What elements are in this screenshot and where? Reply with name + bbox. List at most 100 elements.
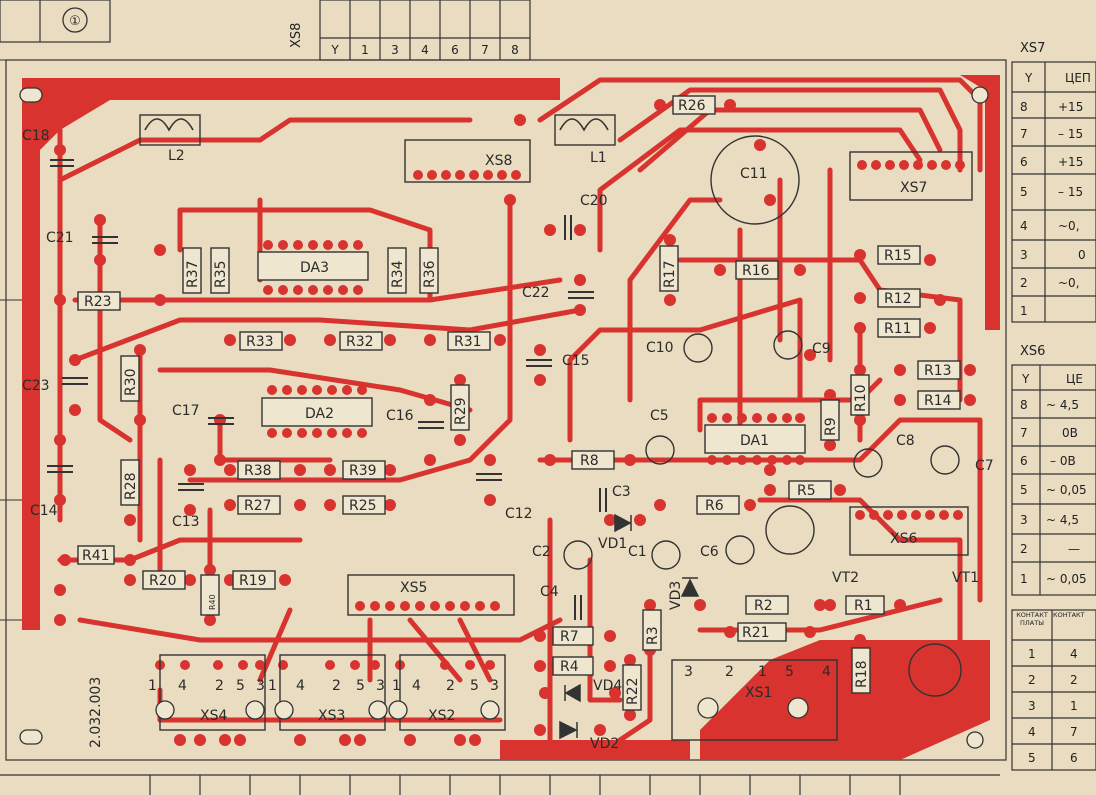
- ic-da3: DA3: [257, 240, 369, 295]
- xs2-pin-label: 3: [490, 678, 499, 694]
- xs8-title: XS8: [289, 23, 304, 48]
- svg-text:R40: R40: [208, 594, 217, 610]
- svg-text:Y: Y: [1021, 372, 1030, 386]
- capacitor-c22: C22: [522, 285, 594, 301]
- stamp-box: ①: [0, 0, 111, 43]
- capacitor-c10: C10: [646, 333, 713, 363]
- resistor-r19: R19: [232, 570, 276, 590]
- resistor-r34: R34: [387, 247, 407, 294]
- xs4-pin-label: 3: [256, 678, 265, 694]
- ic-da1: DA1: [704, 413, 806, 465]
- diode-vd2: VD2: [559, 720, 619, 752]
- resistor-r33: R33: [239, 331, 283, 351]
- xs8-pin: 6: [451, 43, 459, 57]
- svg-text:R36: R36: [422, 260, 438, 288]
- xs8-pin: 4: [421, 43, 429, 57]
- resistor-r3: R3: [642, 609, 662, 651]
- svg-text:R19: R19: [239, 573, 267, 589]
- capacitor-c11: C11: [710, 135, 800, 225]
- connector-xs4: XS4 1 4 2 5 3: [148, 654, 266, 731]
- svg-text:R8: R8: [580, 453, 599, 469]
- capacitor-c15: C15: [526, 353, 590, 369]
- svg-text:R5: R5: [797, 483, 816, 499]
- xs2-pin-label: 5: [470, 678, 479, 694]
- capacitor-c20: C20: [564, 193, 608, 240]
- xs4-pin-label: 2: [215, 678, 224, 694]
- resistor-r39: R39: [342, 460, 386, 480]
- xs1-pin-label: 1: [758, 664, 767, 680]
- xs6-pin: 7: [1020, 426, 1028, 440]
- svg-text:C20: C20: [580, 193, 608, 209]
- contact-header-left: КОНТАКТ ПЛАТЫ: [1016, 611, 1048, 627]
- svg-text:C11: C11: [740, 166, 768, 182]
- xs2-pin-label: 4: [412, 678, 421, 694]
- svg-text:R26: R26: [678, 98, 706, 114]
- resistor-r14: R14: [917, 390, 961, 410]
- svg-text:C12: C12: [505, 506, 533, 522]
- svg-text:R37: R37: [185, 260, 201, 288]
- xs3-pin-label: 4: [296, 678, 305, 694]
- svg-text:R2: R2: [754, 598, 773, 614]
- resistor-r36: R36: [419, 247, 439, 294]
- mounting-holes: [19, 86, 989, 749]
- resistor-r7: R7: [552, 626, 594, 646]
- xs3-pin-label: 2: [332, 678, 341, 694]
- svg-text:R18: R18: [854, 660, 870, 688]
- svg-text:R7: R7: [560, 629, 579, 645]
- resistor-r8: R8: [571, 450, 615, 470]
- svg-text:R27: R27: [244, 498, 272, 514]
- xs7-pin: 1: [1020, 304, 1028, 318]
- resistor-r12: R12: [877, 288, 921, 308]
- xs7-value: – 15: [1058, 127, 1083, 141]
- resistors: R26 R17 R16 R15 R12 R11 R13 R14 R10 R9 R…: [77, 95, 961, 711]
- xs7-value: +15: [1058, 100, 1083, 114]
- xs7-pin: 5: [1020, 185, 1028, 199]
- xs7-pin: 8: [1020, 100, 1028, 114]
- svg-text:R14: R14: [924, 393, 952, 409]
- xs7-pin: 3: [1020, 248, 1028, 262]
- xs2-pin-label: 1: [392, 678, 401, 694]
- contact-a: 3: [1028, 699, 1036, 713]
- resistor-r29: R29: [450, 384, 470, 431]
- xs3-pin-label: 3: [376, 678, 385, 694]
- svg-text:R17: R17: [662, 260, 678, 288]
- connector-xs8: XS8: [404, 139, 531, 183]
- capacitor-c16: C16: [386, 408, 444, 429]
- connector-xs6: XS6: [849, 506, 969, 556]
- xs8-pin: 7: [481, 43, 489, 57]
- label-xs5: XS5: [400, 580, 427, 596]
- svg-text:C3: C3: [612, 484, 631, 500]
- svg-text:R13: R13: [924, 363, 952, 379]
- xs7-value: – 15: [1058, 185, 1083, 199]
- xs6-value: —: [1068, 542, 1080, 556]
- doc-number: 2.032.003: [88, 677, 104, 748]
- svg-text:C23: C23: [22, 378, 50, 394]
- svg-text:C13: C13: [172, 514, 200, 530]
- svg-text:C15: C15: [562, 353, 590, 369]
- svg-text:R16: R16: [742, 263, 770, 279]
- capacitor-c21: C21: [46, 230, 118, 246]
- capacitor-c2: C2: [532, 540, 593, 570]
- label-xs8: XS8: [485, 153, 512, 169]
- xs6-header: ЦЕ: [1066, 372, 1083, 386]
- xs4-pin-label: 5: [236, 678, 245, 694]
- connector-xs7: XS7: [849, 151, 973, 201]
- svg-text:C5: C5: [650, 408, 669, 424]
- resistor-r2: R2: [745, 595, 789, 615]
- xs6-value: ~ 4,5: [1046, 398, 1079, 412]
- capacitor-c3: C3: [599, 484, 631, 512]
- svg-text:C8: C8: [896, 433, 915, 449]
- svg-text:C18: C18: [22, 128, 50, 144]
- svg-text:R21: R21: [742, 625, 770, 641]
- xs6-value: ~ 0,05: [1046, 483, 1087, 497]
- xs3-pin-label: 1: [268, 678, 277, 694]
- resistor-r4: R4: [552, 656, 594, 676]
- resistor-r26: R26: [672, 95, 716, 115]
- label-xs3: XS3: [318, 708, 345, 724]
- svg-text:R33: R33: [246, 334, 274, 350]
- contact-b: 4: [1070, 647, 1078, 661]
- resistor-r22: R22: [622, 664, 642, 711]
